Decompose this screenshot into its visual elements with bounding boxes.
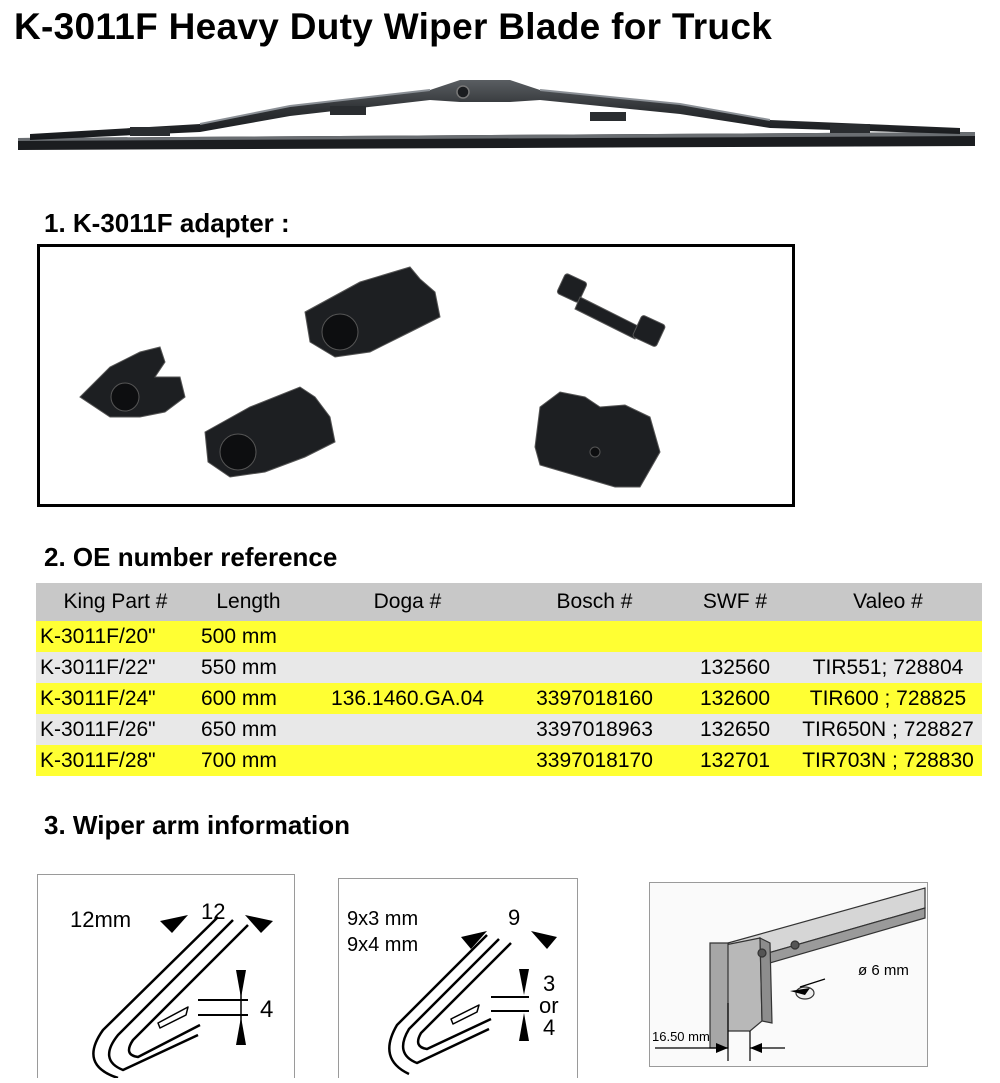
hook9-gap-a: 3 [543,971,555,996]
wiper-blade-image [18,80,975,150]
header-valeo: Valeo # [794,583,982,621]
cell-swf: 132701 [676,745,794,776]
cell-valeo: TIR650N ; 728827 [794,714,982,745]
cell-valeo: TIR600 ; 728825 [794,683,982,714]
cell-swf [676,621,794,652]
hook9-size-line2: 9x4 mm [347,934,418,956]
header-doga: Doga # [302,583,513,621]
hook12-gap-label: 4 [260,996,273,1023]
hook-9mm-drawing: 9x3 mm 9x4 mm 9 3 or 4 [347,905,559,1076]
hook9-size-line1: 9x3 mm [347,908,418,930]
cell-length: 700 mm [195,745,302,776]
table-row: K-3011F/24" 600 mm 136.1460.GA.04 339701… [36,683,982,714]
hook9-gap-or: or [539,993,559,1018]
cell-swf: 132600 [676,683,794,714]
table-row: K-3011F/20" 500 mm [36,621,982,652]
table-row: K-3011F/28" 700 mm 3397018170 132701 TIR… [36,745,982,776]
header-length: Length [195,583,302,621]
cell-king-part: K-3011F/24" [36,683,195,714]
header-king-part: King Part # [36,583,195,621]
cell-doga [302,621,513,652]
adapter-parts-image [79,266,666,488]
table-header-row: King Part # Length Doga # Bosch # SWF # … [36,583,982,621]
cell-king-part: K-3011F/20" [36,621,195,652]
cell-king-part: K-3011F/22" [36,652,195,683]
side-pin-diagram: ø 6 mm 16.50 mm [649,882,928,1067]
cell-swf: 132560 [676,652,794,683]
cell-swf: 132650 [676,714,794,745]
cell-length: 500 mm [195,621,302,652]
cell-king-part: K-3011F/26" [36,714,195,745]
hook9-width-label: 9 [508,905,520,930]
cell-king-part: K-3011F/28" [36,745,195,776]
table-row: K-3011F/26" 650 mm 3397018963 132650 TIR… [36,714,982,745]
cell-doga: 136.1460.GA.04 [302,683,513,714]
page-title: K-3011F Heavy Duty Wiper Blade for Truck [14,6,773,47]
cell-doga [302,714,513,745]
cell-valeo [794,621,982,652]
adapter-image-box [37,244,795,507]
section-arm-heading: 3. Wiper arm information [44,810,351,840]
oe-number-table: King Part # Length Doga # Bosch # SWF # … [36,583,982,776]
cell-valeo: TIR703N ; 728830 [794,745,982,776]
cell-bosch: 3397018963 [513,714,676,745]
side-pin-hole-label: ø 6 mm [858,962,909,979]
side-pin-offset-label: 16.50 mm [652,1029,710,1044]
hook12-width-label: 12 [201,899,225,924]
header-bosch: Bosch # [513,583,676,621]
cell-bosch: 3397018170 [513,745,676,776]
hook12-size-label: 12mm [70,907,131,932]
cell-length: 650 mm [195,714,302,745]
side-pin-drawing: ø 6 mm 16.50 mm [652,887,926,1061]
cell-bosch [513,652,676,683]
cell-doga [302,745,513,776]
cell-doga [302,652,513,683]
hook9-gap-b: 4 [543,1015,555,1040]
cell-bosch: 3397018160 [513,683,676,714]
cell-length: 600 mm [195,683,302,714]
cell-bosch [513,621,676,652]
cell-valeo: TIR551; 728804 [794,652,982,683]
section-adapter-heading: 1. K-3011F adapter : [44,208,290,238]
hook-9mm-diagram: 9x3 mm 9x4 mm 9 3 or 4 [338,878,578,1078]
hook-12mm-drawing: 12mm 12 4 [70,899,273,1080]
header-swf: SWF # [676,583,794,621]
cell-length: 550 mm [195,652,302,683]
section-oe-heading: 2. OE number reference [44,542,338,572]
hook-12mm-diagram: 12mm 12 4 [37,874,295,1080]
table-row: K-3011F/22" 550 mm 132560 TIR551; 728804 [36,652,982,683]
